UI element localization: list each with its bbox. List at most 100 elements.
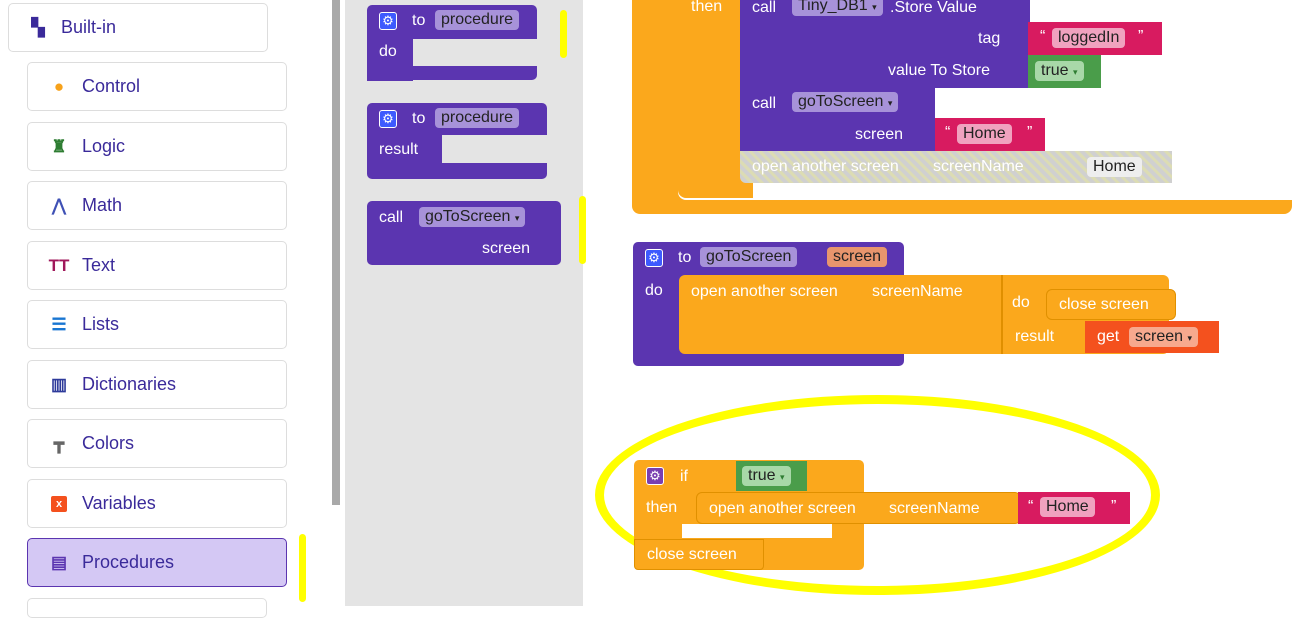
category-label: Text	[82, 255, 116, 275]
close-screen-label: close screen	[647, 546, 737, 563]
category-dictionaries[interactable]: ▥Dictionaries	[27, 360, 287, 409]
screenname-label: screenName	[889, 500, 980, 517]
category-variables[interactable]: x Variables	[27, 479, 287, 528]
quote-close: ”	[1138, 28, 1144, 45]
text-home-block[interactable]: “ Home ”	[935, 118, 1045, 151]
text-field[interactable]: Home	[1040, 497, 1095, 517]
category-partial[interactable]	[27, 598, 267, 618]
boolean-dropdown[interactable]: true ▾	[742, 466, 791, 486]
variable-icon: x	[51, 495, 67, 512]
category-math[interactable]: ⋀ Math	[27, 181, 287, 230]
true-block[interactable]: true ▾	[1028, 55, 1101, 88]
true-block[interactable]: true ▾	[736, 461, 807, 491]
builtin-label: Built-in	[61, 17, 117, 37]
procedure-dropdown[interactable]: goToScreen ▾	[792, 92, 899, 112]
yellow-mark	[299, 534, 306, 602]
close-screen-block[interactable]: close screen	[1046, 289, 1176, 320]
palette-scrollbar[interactable]	[332, 0, 340, 505]
gear-icon[interactable]: ⚙	[646, 467, 664, 485]
open-screen-label: open another screen	[752, 158, 899, 175]
boolean-dropdown[interactable]: true ▾	[1035, 61, 1084, 81]
procedure-do-block[interactable]: ⚙ to procedure	[367, 5, 537, 39]
chess-rook-icon: ♜	[51, 136, 67, 156]
to-label: to	[678, 249, 692, 266]
close-screen-block[interactable]: close screen	[634, 539, 764, 570]
component-dropdown[interactable]: Tiny_DB1 ▾	[792, 0, 883, 16]
call-label: call	[752, 95, 777, 112]
text-field[interactable]: loggedIn	[1052, 28, 1126, 48]
yellow-highlight-circle	[595, 395, 1160, 595]
paint-roller-icon: ┳	[53, 433, 65, 453]
then-label: then	[646, 499, 678, 516]
category-logic[interactable]: ♜Logic	[27, 122, 287, 171]
widgets-icon: ▚	[31, 17, 45, 37]
text-field[interactable]: Home	[957, 124, 1012, 144]
screenname-label: screenName	[872, 283, 963, 300]
if-label: if	[680, 468, 688, 485]
open-screen-label: open another screen	[691, 283, 838, 300]
call-label: call	[752, 0, 777, 16]
yellow-mark	[560, 10, 567, 58]
procedure-result-block[interactable]: ⚙ to procedure result	[367, 103, 547, 179]
category-text[interactable]: TT Text	[27, 241, 287, 290]
workspace[interactable]: then call Tiny_DB1 ▾ .Store Value tag va…	[583, 0, 1309, 606]
category-label: Control	[82, 76, 141, 96]
parameter-field[interactable]: screen	[827, 247, 888, 267]
call-procedure-block[interactable]: call goToScreen ▾ screen	[367, 201, 561, 265]
category-procedures[interactable]: ▤Procedures	[27, 538, 287, 587]
text-loggedin-block[interactable]: “loggedIn”	[1028, 22, 1162, 55]
screenname-label: screenName	[933, 158, 1024, 175]
procedure-name: goToScreen	[798, 93, 884, 110]
call-gotoscreen-block[interactable]: call goToScreen ▾ screen	[740, 88, 935, 151]
to-label: to	[412, 110, 426, 127]
do-label: do	[379, 43, 397, 60]
procedure-name-field[interactable]: goToScreen	[700, 247, 798, 267]
text-field[interactable]: Home	[1087, 157, 1142, 177]
gear-icon[interactable]: ⚙	[379, 110, 397, 128]
value-to-store-label: value To Store	[888, 62, 990, 79]
category-label: Variables	[82, 493, 156, 513]
variable-dropdown[interactable]: screen ▾	[1129, 327, 1199, 347]
compass-icon: ⋀	[52, 195, 66, 215]
category-lists[interactable]: ☰Lists	[27, 300, 287, 349]
gear-icon[interactable]: ⚙	[379, 12, 397, 30]
result-label: result	[379, 141, 419, 158]
text-size-icon: TT	[48, 255, 70, 275]
get-variable-block[interactable]: get screen ▾	[1085, 321, 1219, 353]
store-value-block[interactable]: call Tiny_DB1 ▾ .Store Value tag value T…	[740, 0, 1030, 88]
quote-close: ”	[1111, 498, 1117, 515]
builtin-header[interactable]: ▚ Built-in	[8, 3, 268, 52]
text-home-block[interactable]: “ Home ”	[1018, 492, 1130, 524]
open-screen-block[interactable]: open another screen screenName	[696, 492, 1021, 524]
procedure-name: goToScreen	[425, 208, 511, 225]
procedure-name-field[interactable]: procedure	[435, 10, 520, 30]
category-control[interactable]: ● Control	[27, 62, 287, 111]
open-screen-label: open another screen	[709, 500, 856, 517]
boolean-value: true	[748, 467, 776, 484]
category-label: Math	[82, 195, 123, 215]
component-name: Tiny_DB1	[798, 0, 868, 14]
android-icon: ●	[53, 76, 65, 96]
disabled-open-screen-block[interactable]: open another screen screenName Home	[740, 151, 1172, 183]
call-label: call	[379, 209, 404, 226]
clipboard-icon: ▤	[50, 552, 68, 572]
if-slot-gap	[682, 524, 832, 538]
procedure-do-bottom	[367, 66, 537, 80]
tag-label: tag	[978, 30, 1001, 47]
then-label: then	[691, 0, 723, 15]
result-label: result	[1015, 328, 1055, 345]
variable-name: screen	[1135, 328, 1184, 345]
procedure-name-field[interactable]: procedure	[435, 108, 520, 128]
do-label: do	[1012, 294, 1030, 311]
category-label: Dictionaries	[82, 374, 177, 394]
gear-icon[interactable]: ⚙	[645, 249, 663, 267]
quote-open: “	[1028, 498, 1034, 515]
category-colors[interactable]: ┳Colors	[27, 419, 287, 468]
close-screen-label: close screen	[1059, 296, 1149, 313]
quote-open: “	[945, 124, 951, 141]
quote-close: ”	[1027, 124, 1033, 141]
procedure-dropdown[interactable]: goToScreen ▾	[419, 207, 526, 227]
do-label: do	[645, 282, 663, 299]
method-label: .Store Value	[890, 0, 977, 16]
